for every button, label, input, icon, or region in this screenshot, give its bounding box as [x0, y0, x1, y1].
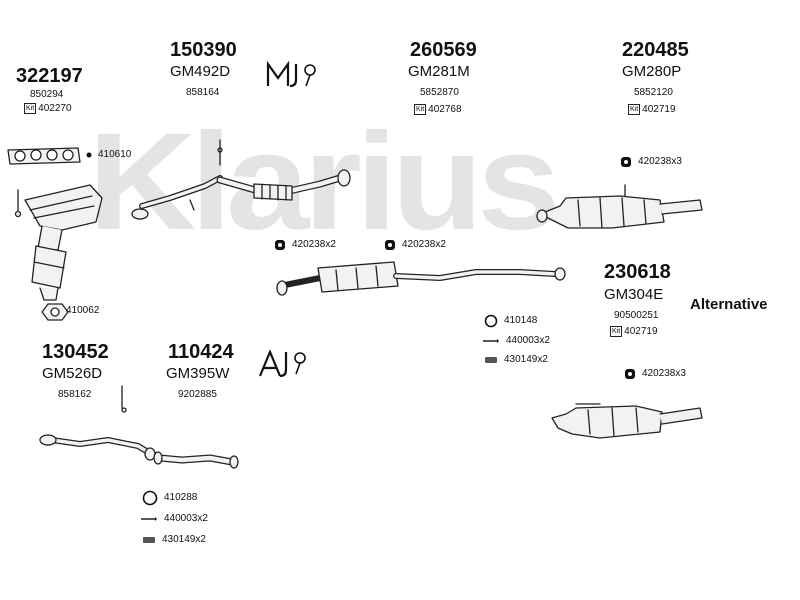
fitting-420238x2-left: 420238x2	[274, 239, 336, 251]
fitting-410062: 410062	[66, 306, 99, 316]
manifold-gasket-drawing	[7, 147, 81, 165]
fitting-440003x2-bottom: 440003x2	[140, 514, 208, 524]
code-GM304E: GM304E	[604, 286, 664, 303]
fitting-430149x2-bottom: 430149x2	[142, 535, 206, 545]
rear-silencer-drawing	[536, 184, 703, 229]
clamp-icon	[625, 369, 635, 379]
symbol-icons	[258, 60, 316, 378]
kit-number: 402719	[624, 325, 658, 337]
part-number-110424: 110424	[168, 341, 234, 363]
oe-number-858164: 858164	[186, 87, 220, 98]
fitting-label: 410062	[66, 305, 100, 316]
fitting-label: 430149x2	[162, 534, 206, 545]
fitting-label: 410288	[164, 492, 198, 503]
kit-icon: Kit	[628, 104, 641, 115]
kit-icon: Kit	[24, 103, 37, 114]
fitting-420238x3-top: 420238x3	[620, 156, 682, 168]
flex-pipe-110424-drawing	[153, 451, 239, 469]
kit-number: 402270	[38, 102, 72, 114]
fitting-440003x2-mid: 440003x2	[482, 336, 550, 346]
code-GM492D: GM492D	[170, 63, 231, 80]
fitting-label: 440003x2	[164, 513, 208, 524]
code-GM281M: GM281M	[408, 63, 470, 80]
kit-402270: Kit 402270	[24, 103, 72, 114]
pin-icon	[483, 339, 499, 343]
oe-number-5852120: 5852120	[634, 87, 673, 98]
fitting-label: 430149x2	[504, 354, 548, 365]
kit-402768: Kit 402768	[414, 104, 462, 115]
ring-icon	[484, 314, 498, 328]
fitting-420238x3-bottom: 420238x3	[624, 368, 686, 380]
pin-icon	[141, 517, 157, 521]
code-GM280P: GM280P	[622, 63, 682, 80]
fitting-410288: 410288	[142, 490, 197, 506]
part-number-230618: 230618	[604, 261, 671, 283]
part-number-220485: 220485	[622, 39, 689, 61]
bolt-icon	[143, 537, 155, 543]
part-number-260569: 260569	[410, 39, 477, 61]
fitting-label: 420238x2	[292, 239, 336, 250]
ring-icon	[142, 490, 158, 506]
clamp-icon	[385, 240, 395, 250]
oe-number-90500251: 90500251	[614, 310, 659, 321]
fitting-410148: 410148	[484, 314, 537, 328]
fitting-410610: 410610	[86, 150, 131, 160]
part-number-130452: 130452	[42, 341, 109, 363]
oe-number-850294: 850294	[30, 89, 64, 100]
fitting-label: 440003x2	[506, 335, 550, 346]
code-GM395W: GM395W	[166, 365, 230, 382]
kit-icon: Kit	[610, 326, 623, 337]
oe-number-858162: 858162	[58, 389, 92, 400]
oe-number-9202885: 9202885	[178, 389, 217, 400]
code-GM526D: GM526D	[42, 365, 103, 382]
fitting-430149x2-mid: 430149x2	[484, 355, 548, 365]
fitting-label: 420238x2	[402, 239, 446, 250]
middle-pipe-drawing	[216, 169, 351, 201]
clamp-icon	[621, 157, 631, 167]
fitting-label: 410148	[504, 315, 538, 326]
alternative-label: Alternative	[690, 296, 768, 313]
kit-402719-bottom: Kit 402719	[610, 326, 658, 337]
fitting-label: 420238x3	[638, 156, 682, 167]
part-number-322197: 322197	[16, 65, 83, 87]
front-pipe-130452-drawing	[39, 385, 156, 461]
front-pipe-drawing	[131, 139, 223, 220]
fitting-420238x2-right: 420238x2	[384, 239, 446, 251]
oe-number-5852870: 5852870	[420, 87, 459, 98]
alternative-silencer-drawing	[551, 403, 703, 439]
dot-icon	[86, 152, 92, 158]
fitting-label: 420238x3	[642, 368, 686, 379]
kit-number: 402719	[642, 103, 676, 115]
manifold-catalyst-drawing	[14, 184, 103, 301]
gasket-410062-drawing	[41, 303, 69, 321]
fitting-label: 410610	[98, 149, 132, 160]
kit-number: 402768	[428, 103, 462, 115]
part-number-150390: 150390	[170, 39, 237, 61]
kit-402719-top: Kit 402719	[628, 104, 676, 115]
clamp-icon	[275, 240, 285, 250]
center-silencer-drawing	[276, 261, 566, 296]
bolt-icon	[485, 357, 497, 363]
kit-icon: Kit	[414, 104, 427, 115]
